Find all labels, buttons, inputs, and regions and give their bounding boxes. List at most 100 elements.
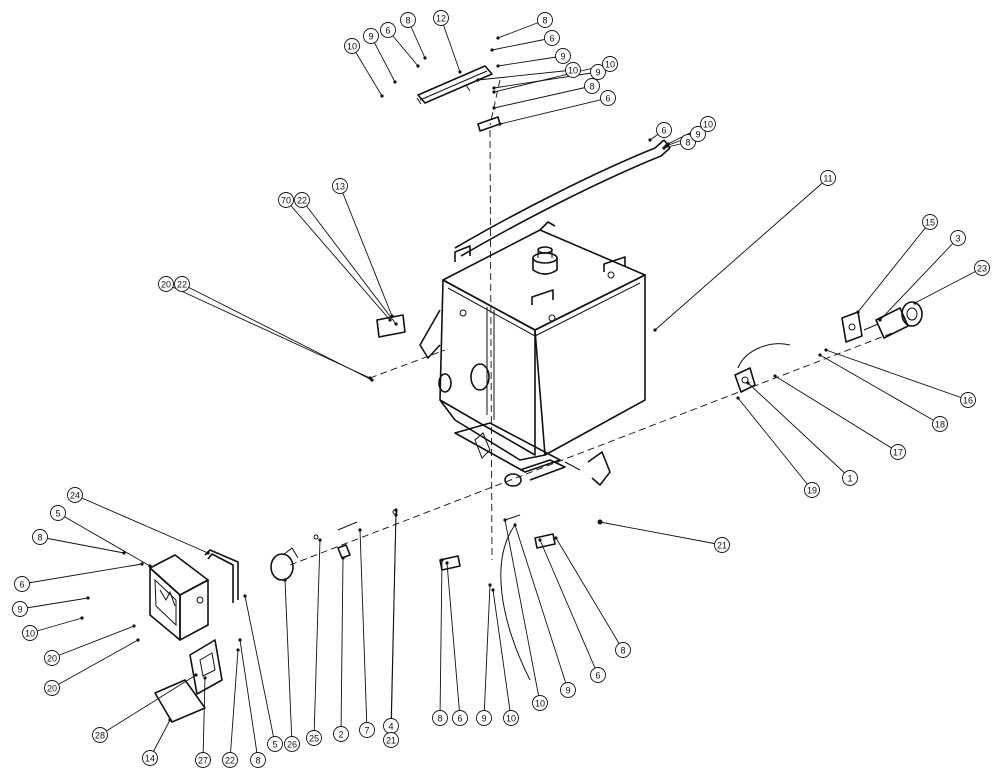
callout-circle (363, 28, 379, 44)
leader-line-c20a (165, 283, 371, 379)
callout-circle (565, 62, 581, 78)
callout-circle (537, 12, 553, 28)
callout-number: 9 (368, 32, 373, 42)
leader-tip-c8a (423, 56, 427, 60)
drain-hose (500, 524, 531, 681)
leader-line-c24 (74, 494, 209, 554)
callout-bubble-c22b: 22 (174, 276, 190, 292)
leader-tip-c70 (388, 318, 392, 322)
callout-number: 20 (47, 654, 57, 664)
mount-bracket (189, 639, 223, 695)
callout-circle (44, 650, 60, 666)
callout-number: 14 (145, 754, 155, 764)
callout-bubble-c14: 14 (142, 750, 158, 766)
callout-bubble-c6b: 6 (544, 30, 560, 46)
callout-bubble-c27: 27 (195, 752, 211, 768)
leader-line-c2 (340, 557, 344, 735)
callout-circle (584, 78, 600, 94)
hose-fitting (313, 509, 398, 559)
leader-tip-c4 (394, 508, 398, 512)
leader-line-c21a (599, 521, 723, 546)
callout-bubble-c10g: 10 (532, 695, 548, 711)
leader-tip-c19 (736, 396, 740, 400)
leader-tip-c22b (370, 378, 374, 382)
assembly-axis-left (369, 349, 446, 379)
leader-line-c20b (51, 625, 135, 659)
callout-circle (50, 505, 66, 521)
callout-number: 6 (595, 671, 600, 681)
leader-tip-c21b (394, 513, 398, 517)
callout-bubble-c9c: 9 (590, 64, 606, 80)
leader-line-c5b (244, 595, 276, 745)
leader-tip-c10g (503, 518, 507, 522)
leader-line-c8h (555, 537, 624, 651)
callout-circle (950, 230, 966, 246)
callout-number: 6 (549, 34, 554, 44)
lower-clamps (439, 514, 603, 571)
callout-number: 8 (685, 138, 690, 148)
callout-number: 18 (935, 420, 945, 430)
callout-number: 8 (255, 756, 260, 766)
leader-line-c11 (654, 177, 829, 331)
callout-number: 9 (17, 605, 22, 615)
callout-number: 9 (560, 52, 565, 62)
leader-tip-c16 (824, 348, 828, 352)
leader-tip-c8e (122, 551, 126, 555)
assembly-axis-top (489, 79, 501, 126)
callout-bubble-c9a: 9 (363, 28, 379, 44)
callout-number: 8 (437, 714, 442, 724)
top-cover-plate (416, 65, 493, 105)
leader-line-c15 (857, 221, 931, 313)
callout-circle (32, 529, 48, 545)
callout-bubble-c15: 15 (922, 214, 938, 230)
leader-line-c23 (914, 267, 983, 304)
callout-bubble-c25: 25 (306, 730, 322, 746)
fill-pipe (454, 139, 671, 257)
callout-bubble-c2: 2 (333, 726, 349, 742)
leader-tip-c6b (490, 48, 494, 52)
callout-circle (615, 642, 631, 658)
callout-circle (400, 12, 416, 28)
callout-circle (476, 710, 492, 726)
leader-tip-c5b (243, 594, 247, 598)
callout-bubble-c6e: 6 (14, 576, 30, 592)
leader-line-c7 (359, 529, 368, 731)
callout-bubble-c10c: 10 (602, 56, 618, 72)
leader-line-c9f (483, 584, 491, 719)
callout-number: 6 (457, 714, 462, 724)
callout-circle (380, 22, 396, 38)
rubber-pad (154, 679, 206, 723)
callout-circle (960, 392, 976, 408)
callout-circle (44, 680, 60, 696)
callout-number: 27 (198, 756, 208, 766)
leader-line-c10b (477, 69, 574, 81)
callout-bubble-c28: 28 (92, 727, 108, 743)
leader-line-c20c (51, 639, 139, 689)
callout-number: 16 (963, 396, 973, 406)
callout-bubble-c16: 16 (960, 392, 976, 408)
callout-number: 10 (535, 699, 545, 709)
callout-bubble-c9f: 9 (476, 710, 492, 726)
callout-circle (383, 732, 399, 748)
callout-number: 24 (70, 491, 80, 501)
callout-circle (532, 695, 548, 711)
leader-tip-c8f (238, 638, 242, 642)
leader-line-c9g (514, 524, 569, 691)
leader-line-c9c (493, 71, 599, 89)
callout-number: 10 (506, 714, 516, 724)
callout-bubble-c6f: 6 (452, 710, 468, 726)
callout-circle (267, 736, 283, 752)
leader-line-c17 (774, 375, 899, 453)
sender-assembly (841, 301, 923, 343)
callout-bubble-c9d: 9 (690, 126, 706, 142)
callout-circle (14, 576, 30, 592)
callout-circle (656, 122, 672, 138)
leader-line-c6f (446, 562, 461, 719)
callout-bubble-c20a: 20 (158, 276, 174, 292)
callout-number: 8 (589, 82, 594, 92)
callout-bubble-c10f: 10 (503, 710, 519, 726)
callout-number: 10 (568, 66, 578, 76)
callout-bubble-c10d: 10 (700, 116, 716, 132)
callout-circle (344, 38, 360, 54)
